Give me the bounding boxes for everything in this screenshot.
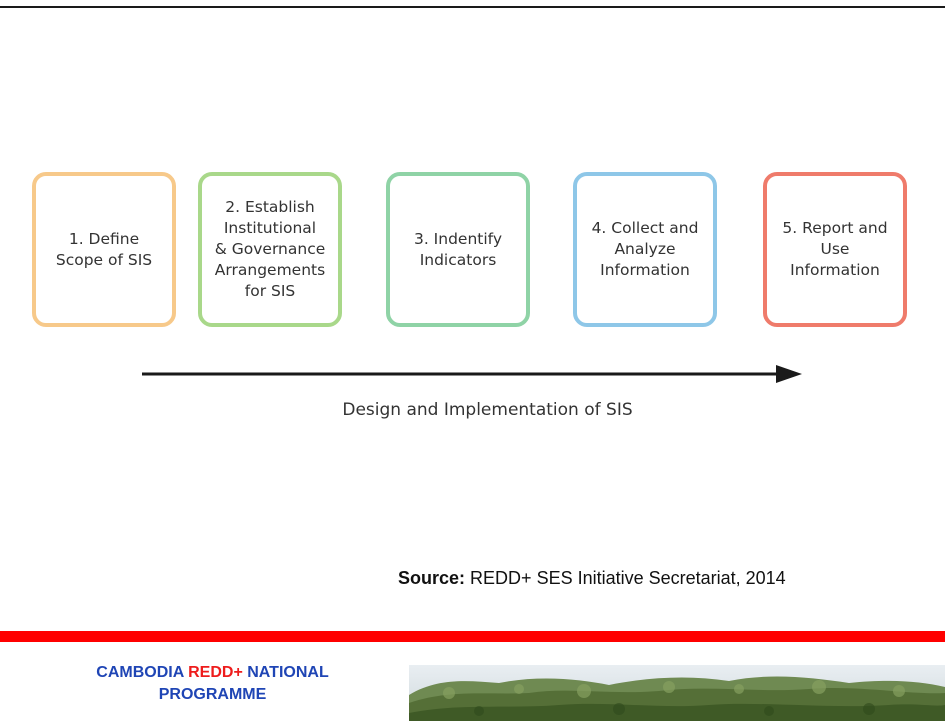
source-text: REDD+ SES Initiative Secretariat, 2014 (470, 568, 786, 588)
step-box-report-use: 5. Report and Use Information (763, 172, 907, 327)
programme-national: NATIONAL (242, 664, 329, 681)
footer-red-band (0, 631, 945, 642)
arrow-head-icon (776, 365, 802, 383)
programme-redd: REDD+ (188, 664, 243, 681)
source-citation: Source: REDD+ SES Initiative Secretariat… (398, 568, 786, 589)
programme-name-line2: PROGRAMME (158, 686, 267, 703)
step-label: 5. Report and Use Information (782, 219, 888, 279)
step-box-define-scope: 1. Define Scope of SIS (32, 172, 176, 327)
step-label: 3. Indentify Indicators (413, 229, 503, 269)
programme-name-line1: CAMBODIA REDD+ NATIONAL (40, 662, 385, 684)
programme-country: CAMBODIA (96, 664, 189, 681)
arrow-caption: Design and Implementation of SIS (342, 400, 633, 420)
step-label: 4. Collect and Analyze Information (591, 219, 699, 279)
step-box-collect-analyze: 4. Collect and Analyze Information (573, 172, 717, 327)
forest-canopy-image (409, 665, 945, 721)
top-rule (0, 6, 945, 8)
process-arrow (142, 365, 802, 383)
step-box-establish-arrangements: 2. Establish Institutional & Governance … (198, 172, 342, 327)
step-label: 1. Define Scope of SIS (55, 229, 153, 269)
step-label: 2. Establish Institutional & Governance … (214, 198, 326, 300)
step-box-identify-indicators: 3. Indentify Indicators (386, 172, 530, 327)
source-label: Source: (398, 568, 466, 588)
programme-name: CAMBODIA REDD+ NATIONAL PROGRAMME (40, 662, 385, 706)
